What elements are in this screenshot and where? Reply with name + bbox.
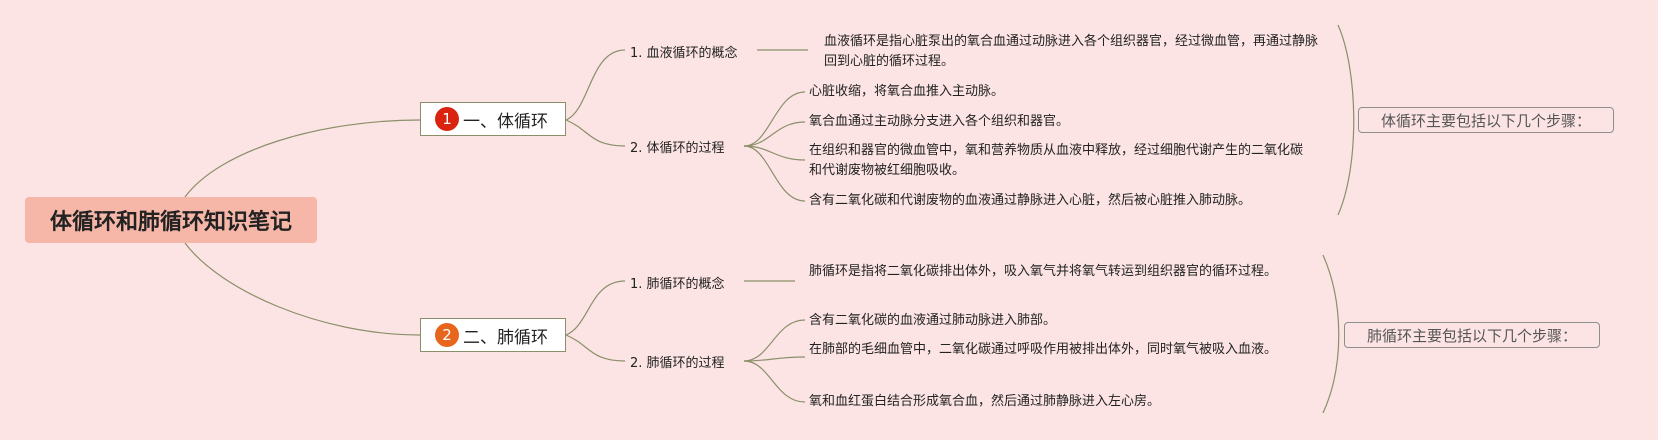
leaf-systemic-step-4[interactable]: 含有二氧化碳和代谢废物的血液通过静脉进入心脏，然后被心脏推入肺动脉。 xyxy=(809,191,1304,211)
summary-brace-2 xyxy=(1322,254,1340,414)
branch-label: 二、肺循环 xyxy=(463,327,548,348)
subtopic-systemic-process[interactable]: 2. 体循环的过程 xyxy=(630,137,725,156)
root-title: 体循环和肺循环知识笔记 xyxy=(49,210,292,235)
leaf-text: 在组织和器官的微血管中，氧和营养物质从血液中释放，经过细胞代谢产生的二氧化碳和代… xyxy=(809,143,1304,178)
summary-label: 体循环主要包括以下几个步骤： xyxy=(1380,111,1591,130)
leaf-text: 氧和血红蛋白结合形成氧合血，然后通过肺静脉进入左心房。 xyxy=(809,394,1161,409)
leaf-text: 血液循环是指心脏泵出的氧合血通过动脉进入各个组织器官，经过微血管，再通过静脉回到… xyxy=(824,34,1319,69)
leaf-text: 肺循环是指将二氧化碳排出体外，吸入氧气并将氧气转运到组织器官的循环过程。 xyxy=(809,264,1278,279)
subtopic-label: 1. 肺循环的概念 xyxy=(630,277,725,292)
connector-b2-concept xyxy=(565,280,626,336)
connector-b1-step-1 xyxy=(743,91,806,147)
subtopic-pulmonary-process[interactable]: 2. 肺循环的过程 xyxy=(630,352,725,371)
connector-b2-step-2 xyxy=(743,356,806,362)
summary-brace-1 xyxy=(1337,24,1355,216)
leaf-text: 氧合血通过主动脉分支进入各个组织和器官。 xyxy=(809,114,1070,129)
connector-b2-process xyxy=(565,334,626,362)
leaf-text: 心脏收缩，将氧合血推入主动脉。 xyxy=(809,84,1005,99)
subtopic-label: 2. 肺循环的过程 xyxy=(630,356,725,371)
connector-b2-step-1 xyxy=(743,319,806,362)
subtopic-pulmonary-concept[interactable]: 1. 肺循环的概念 xyxy=(630,273,725,292)
leaf-pulmonary-definition[interactable]: 肺循环是指将二氧化碳排出体外，吸入氧气并将氧气转运到组织器官的循环过程。 xyxy=(809,262,1291,282)
branch-systemic-circulation[interactable]: 1 一、体循环 xyxy=(420,102,566,136)
leaf-pulmonary-step-1[interactable]: 含有二氧化碳的血液通过肺动脉进入肺部。 xyxy=(809,311,1291,331)
root-topic[interactable]: 体循环和肺循环知识笔记 xyxy=(25,197,317,243)
subtopic-label: 1. 血液循环的概念 xyxy=(630,46,738,61)
connector-b1-step-2 xyxy=(743,121,806,147)
priority-2-icon: 2 xyxy=(435,323,459,347)
priority-1-icon: 1 xyxy=(435,107,459,131)
connector-b1-process xyxy=(565,119,626,147)
leaf-text: 含有二氧化碳和代谢废物的血液通过静脉进入心脏，然后被心脏推入肺动脉。 xyxy=(809,193,1252,208)
leaf-pulmonary-step-2[interactable]: 在肺部的毛细血管中，二氧化碳通过呼吸作用被排出体外，同时氧气被吸入血液。 xyxy=(809,340,1291,360)
leaf-systemic-step-2[interactable]: 氧合血通过主动脉分支进入各个组织和器官。 xyxy=(809,112,1304,132)
leaf-systemic-step-3[interactable]: 在组织和器官的微血管中，氧和营养物质从血液中释放，经过细胞代谢产生的二氧化碳和代… xyxy=(809,141,1304,181)
leaf-blood-circulation-definition[interactable]: 血液循环是指心脏泵出的氧合血通过动脉进入各个组织器官，经过微血管，再通过静脉回到… xyxy=(824,32,1319,72)
subtopic-label: 2. 体循环的过程 xyxy=(630,141,725,156)
leaf-text: 含有二氧化碳的血液通过肺动脉进入肺部。 xyxy=(809,313,1057,328)
connector-root-branch-1 xyxy=(184,119,421,198)
summary-label: 肺循环主要包括以下几个步骤： xyxy=(1366,326,1577,345)
branch-pulmonary-circulation[interactable]: 2 二、肺循环 xyxy=(420,318,566,352)
connector-root-branch-2 xyxy=(184,242,421,336)
branch-label: 一、体循环 xyxy=(463,111,548,132)
leaf-pulmonary-step-3[interactable]: 氧和血红蛋白结合形成氧合血，然后通过肺静脉进入左心房。 xyxy=(809,392,1291,412)
subtopic-blood-circulation-concept[interactable]: 1. 血液循环的概念 xyxy=(630,42,738,61)
summary-pulmonary[interactable]: 肺循环主要包括以下几个步骤： xyxy=(1344,322,1600,348)
summary-systemic[interactable]: 体循环主要包括以下几个步骤： xyxy=(1358,107,1614,133)
connector-b1-step-3 xyxy=(743,145,806,161)
connector-b1-concept xyxy=(565,49,626,121)
leaf-text: 在肺部的毛细血管中，二氧化碳通过呼吸作用被排出体外，同时氧气被吸入血液。 xyxy=(809,342,1278,357)
leaf-systemic-step-1[interactable]: 心脏收缩，将氧合血推入主动脉。 xyxy=(809,82,1304,102)
connector-b1-step-4 xyxy=(743,145,806,202)
connector-b2-step-3 xyxy=(743,360,806,403)
